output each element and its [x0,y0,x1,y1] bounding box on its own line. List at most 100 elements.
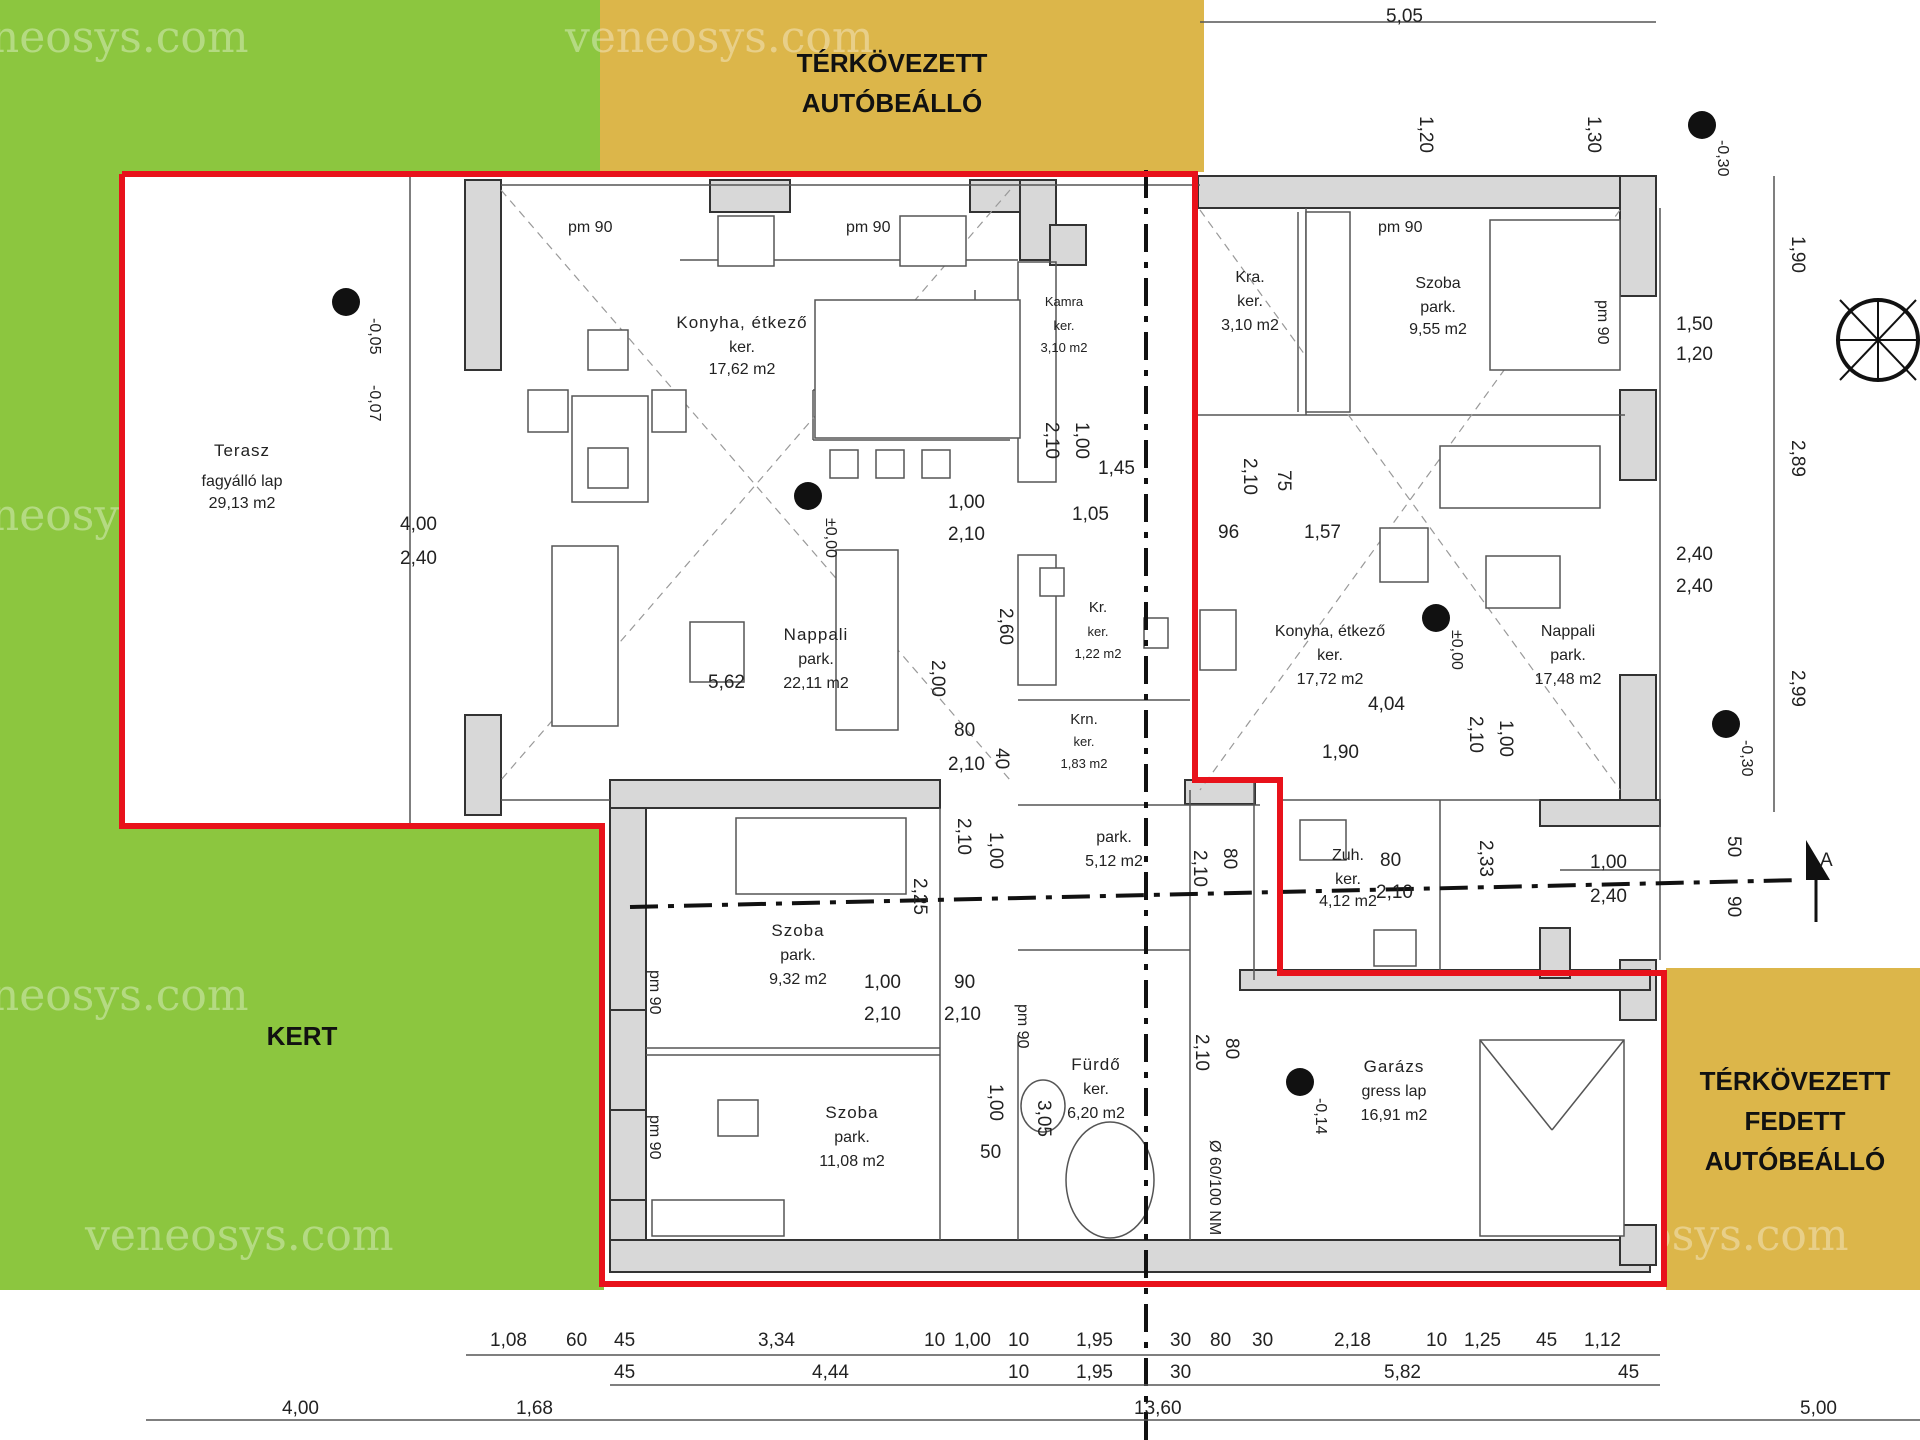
room-konyha-left: Konyha, étkező ker. 17,62 m2 [676,313,806,378]
svg-text:2,10: 2,10 [944,1004,981,1025]
room-hall: park. 5,12 m2 [1085,829,1143,870]
svg-text:2,25: 2,25 [909,878,930,915]
svg-text:ker.: ker. [1054,318,1075,333]
svg-text:1,83 m2: 1,83 m2 [1061,756,1108,771]
svg-text:9,32 m2: 9,32 m2 [769,971,827,988]
room-terasz: Terasz fagyálló lap 29,13 m2 [202,441,283,512]
svg-text:park.: park. [798,651,834,668]
svg-text:Szoba: Szoba [771,921,824,940]
svg-text:ker.: ker. [729,339,755,356]
svg-text:17,72 m2: 17,72 m2 [1297,671,1364,688]
svg-text:1,00: 1,00 [948,492,985,513]
room-kra: Kra. ker. 3,10 m2 [1221,269,1279,334]
svg-text:80: 80 [1210,1330,1231,1351]
bottom-dimensions-row2: 45 4,44 10 1,95 30 5,82 45 [614,1362,1639,1383]
svg-text:park.: park. [1096,829,1132,846]
svg-text:11,08 m2: 11,08 m2 [819,1153,885,1170]
svg-text:2,33: 2,33 [1475,840,1496,877]
svg-text:1,90: 1,90 [1787,236,1808,273]
svg-text:1,05: 1,05 [1072,504,1109,525]
level-markers [332,111,1740,1096]
svg-text:4,00: 4,00 [400,514,437,535]
room-szoba-right: Szoba park. 9,55 m2 [1409,275,1467,338]
terrace-surface [125,176,465,822]
svg-text:2,40: 2,40 [1676,544,1713,565]
svg-text:Szoba: Szoba [825,1103,878,1122]
svg-text:5,05: 5,05 [1386,6,1423,27]
svg-text:5,82: 5,82 [1384,1362,1421,1383]
svg-text:2,10: 2,10 [864,1004,901,1025]
bottom-dimensions-row1: 1,08 60 45 3,34 10 1,00 10 1,95 30 80 30… [490,1330,1621,1351]
room-krn: Krn. ker. 1,83 m2 [1061,711,1108,771]
watermark: veneosys.com [84,1210,394,1261]
svg-text:80: 80 [954,720,975,741]
zone-label-parking-top: AUTÓBEÁLLÓ [802,88,983,118]
svg-text:80: 80 [1221,1038,1242,1059]
svg-text:50: 50 [1723,836,1744,857]
watermark: veneosys.com [564,12,874,63]
svg-text:1,00: 1,00 [1590,852,1627,873]
svg-text:90: 90 [954,972,975,993]
parking-covered-zone [1666,968,1920,1290]
svg-text:50: 50 [980,1142,1001,1163]
svg-text:13,60: 13,60 [1134,1398,1182,1419]
svg-text:30: 30 [1170,1330,1191,1351]
svg-text:2,89: 2,89 [1787,440,1808,477]
svg-text:5,12 m2: 5,12 m2 [1085,853,1143,870]
svg-text:96: 96 [1218,522,1239,543]
svg-text:park.: park. [1420,299,1456,316]
svg-text:1,90: 1,90 [1322,742,1359,763]
svg-text:10: 10 [924,1330,945,1351]
svg-text:1,57: 1,57 [1304,522,1341,543]
section-marker: A [1806,840,1833,922]
svg-text:80: 80 [1219,848,1240,869]
room-kr: Kr. ker. 1,22 m2 [1075,599,1122,661]
room-szoba-1: Szoba park. 9,32 m2 [769,921,827,988]
room-nappali-left: Nappali park. 22,11 m2 [783,625,849,692]
svg-text:3,10 m2: 3,10 m2 [1041,340,1088,355]
svg-text:Krn.: Krn. [1070,711,1098,728]
svg-text:75: 75 [1273,470,1294,491]
svg-text:40: 40 [991,748,1012,769]
zone-label-parking-covered: AUTÓBEÁLLÓ [1705,1146,1886,1176]
svg-text:gress lap: gress lap [1362,1083,1427,1100]
svg-text:1,68: 1,68 [516,1398,553,1419]
svg-text:Konyha, étkező: Konyha, étkező [1275,623,1385,640]
svg-text:17,62 m2: 17,62 m2 [709,361,776,378]
garden-lower-left [0,826,604,1290]
svg-text:pm 90: pm 90 [1014,1004,1031,1049]
zone-label-parking-covered: FEDETT [1744,1106,1845,1136]
svg-text:Szoba: Szoba [1415,275,1460,292]
svg-text:Kr.: Kr. [1089,599,1107,616]
zone-label-parking-top: TÉRKÖVEZETT [797,48,988,78]
dimension-lines [146,21,1920,1421]
svg-text:pm 90: pm 90 [568,219,613,236]
svg-text:1,08: 1,08 [490,1330,527,1351]
svg-text:80: 80 [1380,850,1401,871]
furniture [527,211,1625,1239]
svg-text:1,25: 1,25 [1464,1330,1501,1351]
svg-text:1,00: 1,00 [1495,720,1516,757]
svg-text:park.: park. [834,1129,870,1146]
north-arrow-icon [1836,298,1920,382]
svg-text:pm 90: pm 90 [846,219,891,236]
room-nappali-right: Nappali park. 17,48 m2 [1535,623,1602,688]
svg-text:45: 45 [614,1330,635,1351]
svg-text:2,10: 2,10 [953,818,974,855]
room-garazs: Garázs gress lap 16,91 m2 [1361,1057,1428,1124]
svg-text:17,48 m2: 17,48 m2 [1535,671,1602,688]
svg-text:2,10: 2,10 [1189,850,1210,887]
svg-text:Nappali: Nappali [1541,623,1595,640]
svg-text:90: 90 [1723,896,1744,917]
svg-text:ker.: ker. [1074,734,1095,749]
svg-text:1,00: 1,00 [985,1084,1006,1121]
zone-label-parking-covered: TÉRKÖVEZETT [1700,1066,1891,1096]
section-marker-label: A [1820,850,1833,871]
svg-text:1,00: 1,00 [954,1330,991,1351]
level-labels: -0,05 -0,07 ±0,00 ±0,00 -0,30 -0,30 -0,1… [366,140,1755,1135]
svg-text:ker.: ker. [1335,871,1361,888]
svg-text:park.: park. [780,947,816,964]
svg-text:45: 45 [1618,1362,1639,1383]
svg-text:1,00: 1,00 [1071,422,1092,459]
outer-dimensions: 5,05 1,30 1,20 1,90 1,50 1,20 2,89 2,40 … [1386,6,1808,917]
